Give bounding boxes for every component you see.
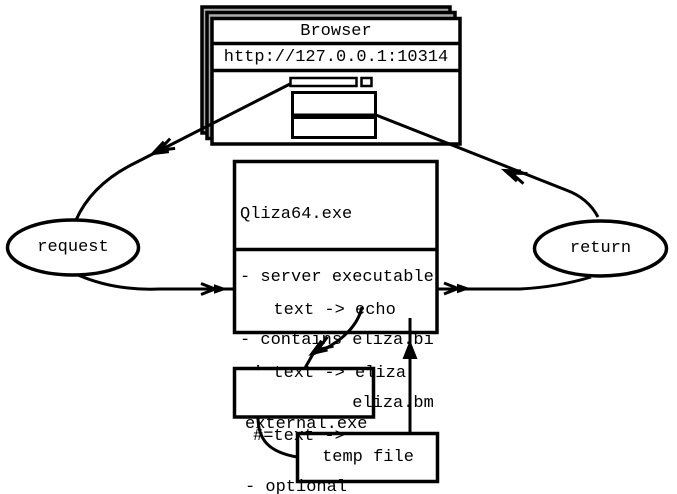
request-label: request	[37, 238, 109, 257]
return-ellipse	[532, 219, 669, 278]
server-io-text: text -> echo ' text -> eliza #=text ->	[253, 258, 406, 489]
browser-content-box-1	[291, 91, 377, 117]
arrow-server-to-return	[437, 275, 592, 291]
temp-file-label: temp file	[322, 448, 414, 467]
server-info-text: Qliza64.exe - server executable - contai…	[240, 162, 434, 456]
request-ellipse	[5, 218, 141, 277]
server-info-line: Qliza64.exe	[240, 205, 353, 224]
server-info-line: eliza.bm	[240, 394, 434, 413]
arrowhead-return-to-browser	[500, 168, 528, 185]
browser-content-box-2	[291, 116, 377, 139]
external-box-outline	[232, 366, 376, 419]
external-box-line: - optional	[245, 478, 348, 494]
server-box	[232, 159, 439, 335]
arrowhead-server-to-return	[443, 281, 471, 296]
browser-input-box	[289, 76, 358, 88]
server-info-line: - server executable	[240, 268, 434, 287]
server-io-line: ' text -> eliza	[253, 364, 407, 383]
external-box-text: external.exe - optional	[245, 372, 367, 494]
arrowhead-browser-to-request	[149, 137, 176, 156]
server-io-line: #=text ->	[253, 427, 345, 446]
server-io-line: text -> echo	[253, 301, 396, 320]
arrowhead-server-to-external	[308, 336, 334, 356]
arrow-return-to-browser	[375, 113, 600, 218]
arrow-request-to-server	[77, 273, 233, 291]
temp-file-box-outline	[295, 431, 440, 484]
external-box-line: external.exe	[245, 415, 368, 434]
arrowhead-tempfile-to-server	[402, 340, 418, 359]
return-label: return	[569, 239, 632, 258]
server-box-outline	[232, 159, 439, 335]
server-info-line: - contains eliza.bi	[240, 331, 434, 350]
browser-window-stack	[200, 5, 462, 146]
browser-button-box	[360, 76, 373, 88]
browser-title: Browser	[300, 22, 372, 41]
connector-external-to-tempfile	[256, 416, 298, 459]
arrow-browser-to-request	[74, 82, 291, 221]
browser-url: http://127.0.0.1:10314	[223, 48, 449, 67]
arrowhead-request-to-server	[200, 282, 228, 296]
